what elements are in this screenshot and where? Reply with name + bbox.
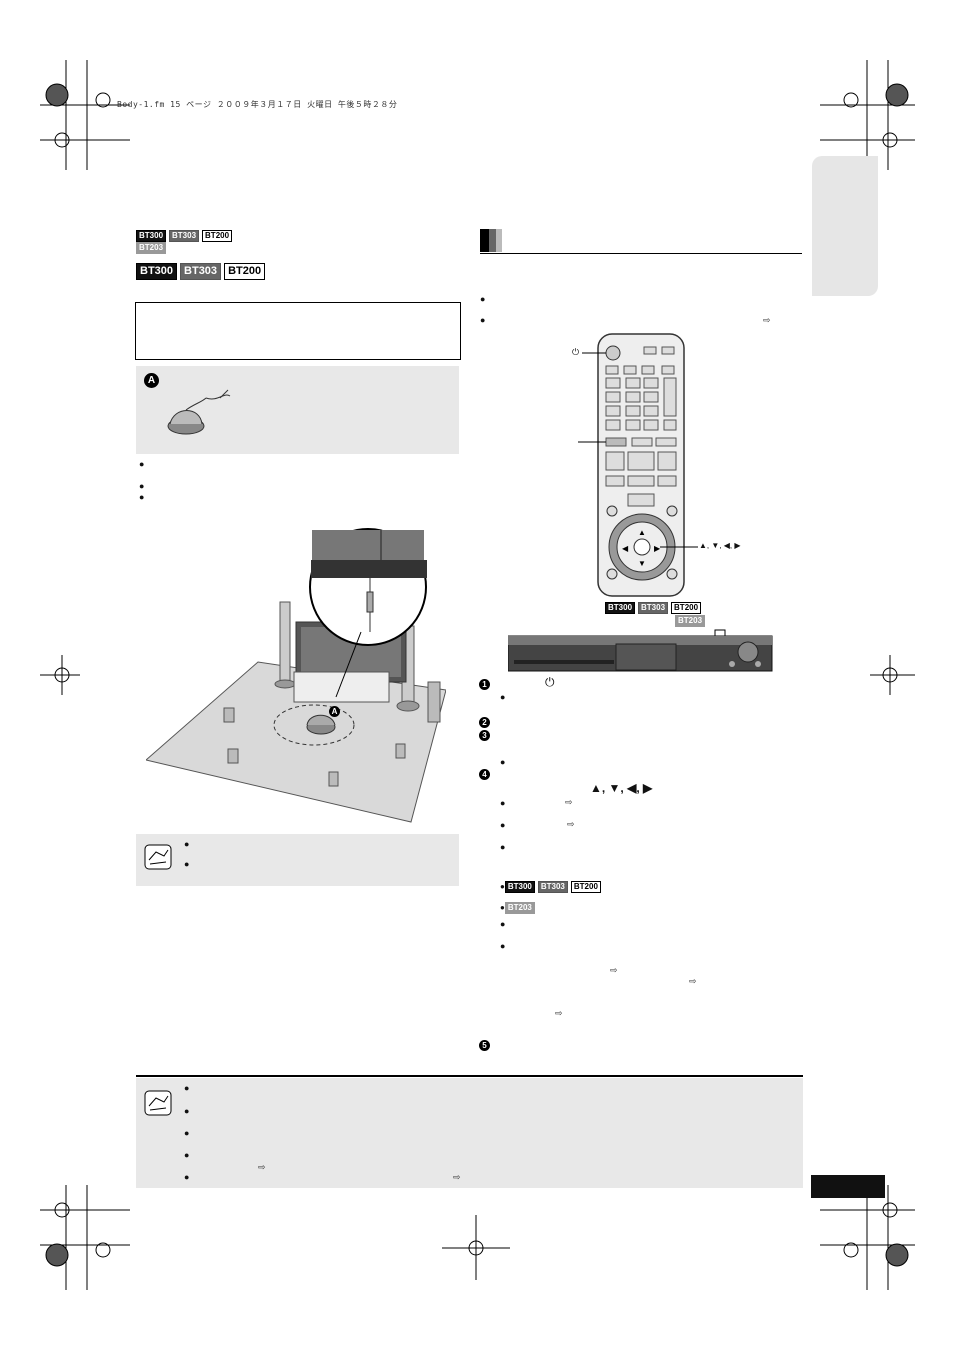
page-number-block [811, 1175, 885, 1198]
side-tab [812, 156, 878, 296]
power-label: ⏻ [572, 347, 580, 357]
nav-arrows-text: ▲, ▼, ◀, ▶ [590, 781, 653, 795]
bullet: ● [500, 941, 506, 951]
bullet: ● [184, 1128, 190, 1138]
bullet: ● [500, 692, 506, 702]
bullet: ● [184, 1172, 190, 1182]
svg-text:▶: ▶ [654, 544, 661, 553]
bullet: ● [500, 919, 506, 929]
page-ref-arrow-icon: ⇨ [763, 315, 771, 325]
bullet: ● [500, 842, 506, 852]
microphone-icon [167, 389, 231, 435]
bullet: ● [480, 315, 486, 325]
remote-control-illustration: ▲ ▼ ◀ ▶ [578, 333, 698, 597]
speaker-placement-illustration [146, 528, 446, 823]
divider [136, 1075, 803, 1077]
badge-bt303: BT303 [537, 881, 568, 893]
step-3-number: 3 [479, 730, 490, 741]
badge-bt200: BT200 [202, 230, 233, 242]
badge-bt300: BT300 [136, 230, 167, 242]
badge-bt200: BT200 [224, 263, 266, 280]
callout-letter: A [144, 373, 159, 388]
notice-box [135, 302, 461, 360]
page-ref-arrow-icon: ⇨ [610, 965, 618, 975]
bullet: ● [500, 820, 506, 830]
badge-bt300: BT300 [504, 881, 535, 893]
badge-bt203: BT203 [504, 902, 535, 914]
bullet: ● [184, 839, 190, 849]
page-ref-arrow-icon: ⇨ [258, 1162, 266, 1172]
page-ref-arrow-icon: ⇨ [555, 1008, 563, 1018]
page-ref-arrow-icon: ⇨ [453, 1172, 461, 1182]
badge-bt200: BT200 [671, 602, 702, 614]
bullet: ● [184, 1150, 190, 1160]
step-4-number: 4 [479, 769, 490, 780]
nav-arrows-label: ▲, ▼, ◀, ▶ [699, 541, 741, 550]
page-ref-arrow-icon: ⇨ [567, 819, 575, 829]
page-ref-arrow-icon: ⇨ [689, 976, 697, 986]
badge-bt203: BT203 [675, 615, 706, 627]
bullet: ● [500, 757, 506, 767]
svg-text:▲: ▲ [638, 528, 646, 537]
bullet: ● [184, 859, 190, 869]
section-heading [480, 229, 802, 254]
bullet: ● [139, 492, 145, 502]
page-ref-arrow-icon: ⇨ [565, 797, 573, 807]
accessory-box: A [136, 366, 459, 454]
power-icon: ⏻ [545, 675, 555, 689]
badge-bt300: BT300 [136, 263, 178, 280]
badge-bt303: BT303 [169, 230, 200, 242]
step-1-number: 1 [479, 679, 490, 690]
bullet: ● [139, 459, 145, 469]
svg-text:▼: ▼ [638, 559, 646, 568]
badge-bt203: BT203 [136, 242, 167, 254]
badge-bt300: BT300 [605, 602, 636, 614]
svg-text:◀: ◀ [622, 544, 629, 553]
badge-bt303: BT303 [638, 602, 669, 614]
badge-bt200: BT200 [570, 881, 601, 893]
note-box-bottom: ● ● ● ● ⇨ ● ⇨ [136, 1078, 803, 1188]
placement-letter: A [329, 706, 340, 717]
file-info-header: Body-1.fm 15 ページ ２００９年３月１７日 火曜日 午後５時２８分 [117, 100, 398, 109]
badge-bt303: BT303 [180, 263, 222, 280]
bullet: ● [184, 1083, 190, 1093]
bullet: ● [139, 481, 145, 491]
bullet: ● [500, 798, 506, 808]
note-icon [144, 1090, 172, 1116]
bullet: ● [480, 294, 486, 304]
note-icon [144, 844, 172, 870]
note-box-left: ● ● [136, 834, 459, 886]
step-5-number: 5 [479, 1040, 490, 1051]
main-unit-illustration [508, 629, 773, 672]
bullet: ● [184, 1106, 190, 1116]
step-2-number: 2 [479, 717, 490, 728]
